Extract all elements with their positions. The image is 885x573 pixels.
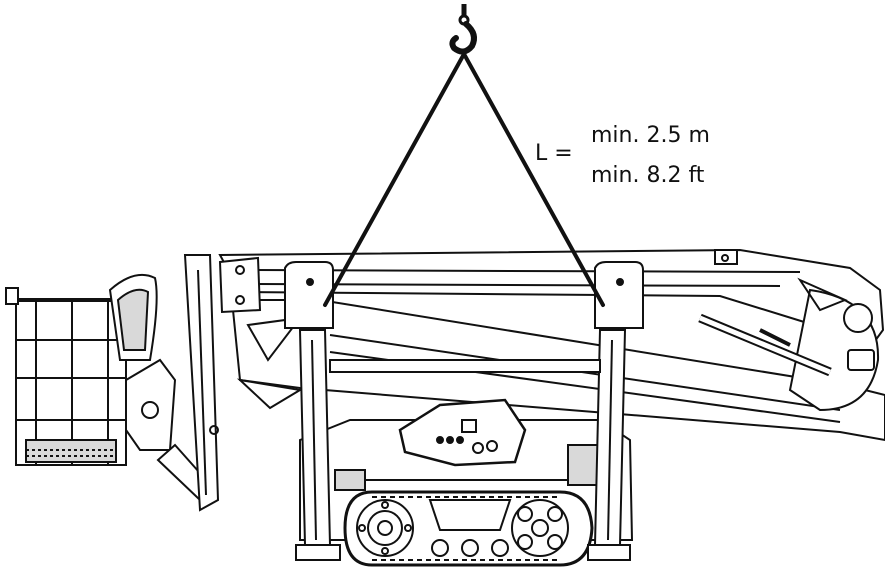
sling-length-imperial: min. 8.2 ft xyxy=(591,163,705,188)
sling-length-metric: min. 2.5 m xyxy=(591,123,710,148)
sling-length-prefix: L = xyxy=(535,141,573,166)
sling-left xyxy=(323,52,466,307)
work-platform-basket xyxy=(5,254,262,512)
outrigger-leg-right xyxy=(587,261,644,561)
crane-hook xyxy=(449,4,477,55)
drive-sprocket-left xyxy=(356,499,414,557)
lifting-slings xyxy=(323,52,605,307)
sling-length-label: L = min. 2.5 m min. 8.2 ft xyxy=(535,123,710,188)
sling-right xyxy=(462,52,605,307)
lifting-frame-crossbar xyxy=(329,359,601,373)
outrigger-leg-left xyxy=(284,261,341,561)
idler-wheel-right xyxy=(511,499,569,557)
machine-chassis xyxy=(299,398,634,567)
